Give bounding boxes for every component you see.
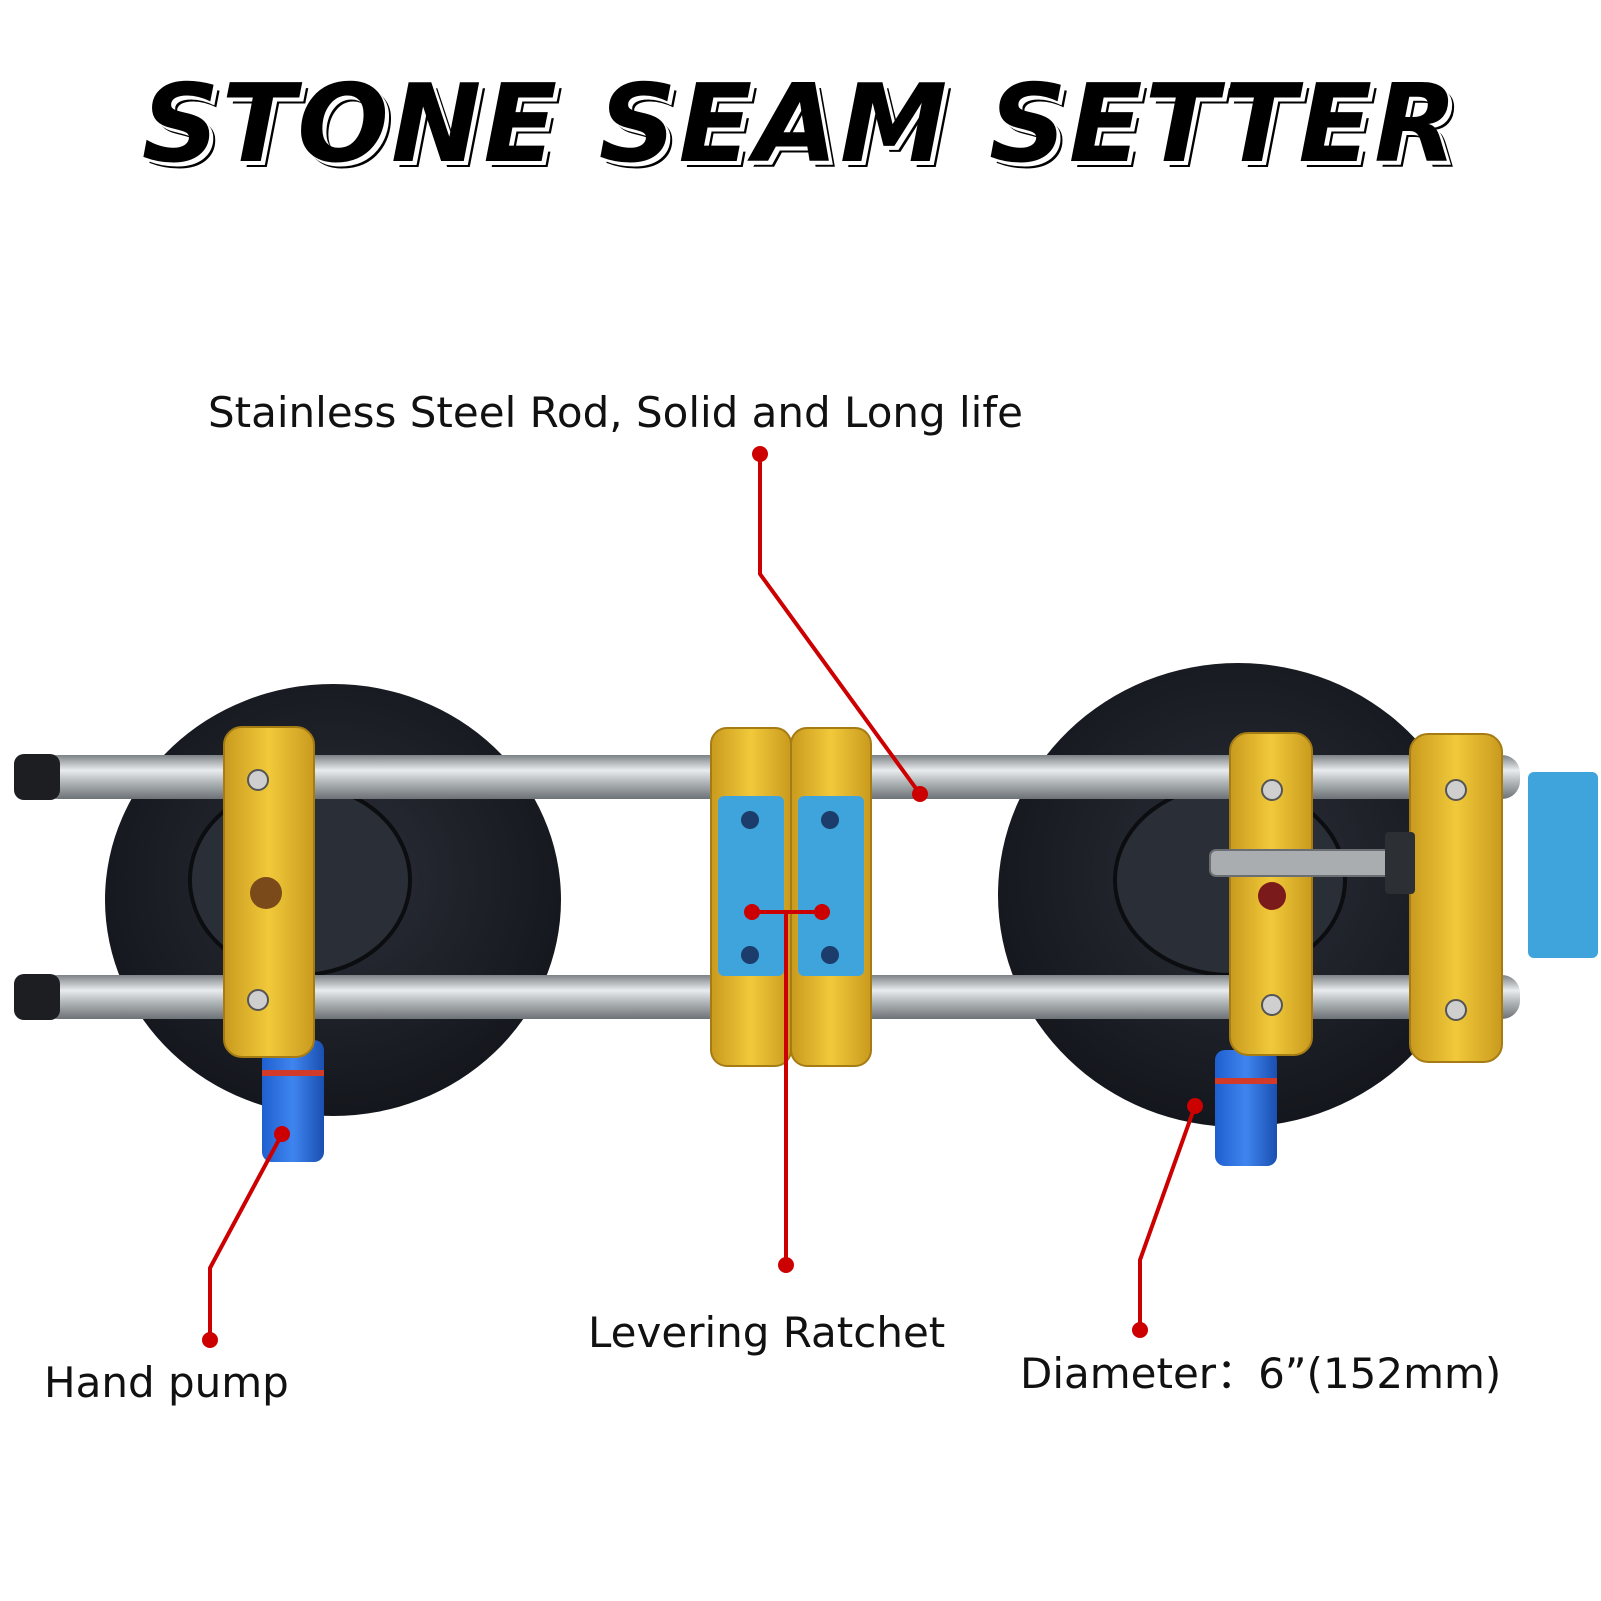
upper-rod-end-cap (14, 754, 60, 800)
left-gold-bracket (223, 726, 315, 1058)
left-hand-pump[interactable] (262, 1040, 324, 1162)
right-hand-pump[interactable] (1215, 1050, 1277, 1166)
adjuster-screw (1209, 849, 1411, 877)
callout-lines (208, 454, 1197, 1340)
pump-callout-label: Hand pump (44, 1358, 289, 1407)
adjuster-knob[interactable] (1528, 772, 1598, 958)
callout-dots (202, 446, 1203, 1348)
adjuster-nut (1385, 832, 1415, 894)
product-title: STONE SEAM SETTER (141, 62, 1460, 187)
right-gold-bracket (1229, 732, 1313, 1056)
diameter-callout-label: Diameter：6”(152mm) (1020, 1349, 1502, 1398)
adjuster-bracket (1409, 733, 1503, 1063)
lower-rod-end-cap (14, 974, 60, 1020)
rod-callout-label: Stainless Steel Rod, Solid and Long life (208, 388, 1023, 437)
levering-ratchet[interactable] (710, 727, 872, 1067)
ratchet-callout-label: Levering Ratchet (588, 1308, 946, 1357)
